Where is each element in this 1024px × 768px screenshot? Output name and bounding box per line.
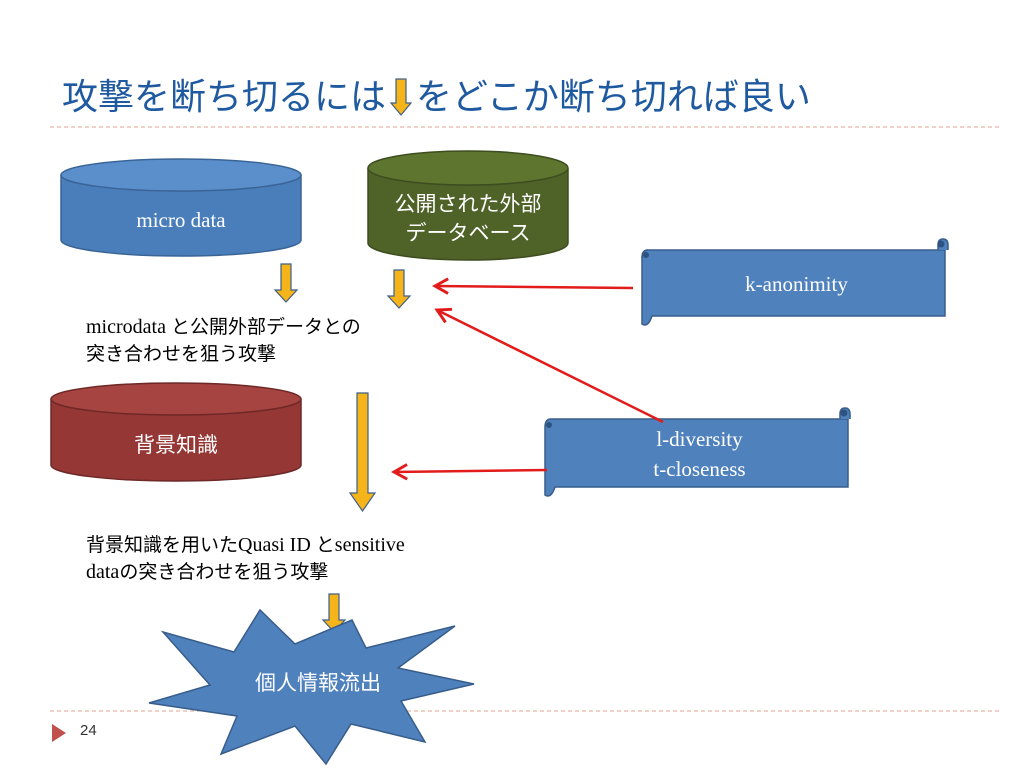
- external-db-label: 公開された外部 データベース: [368, 190, 568, 248]
- attack-description-1: microdata と公開外部データとの 突き合わせを狙う攻撃: [86, 314, 361, 368]
- attack2-line1-b: Quasi ID: [238, 534, 316, 556]
- attack1-line1-rest: と公開外部データとの: [170, 316, 361, 338]
- down-arrow-external-db: [386, 269, 412, 309]
- leak-explosion-shape: [148, 608, 475, 766]
- l-diversity-t-closeness-scroll: [544, 407, 851, 497]
- attack2-line1-c: と: [315, 534, 335, 556]
- k-anonymity-label: k-anonimity: [745, 272, 848, 296]
- micro-data-label: micro data: [136, 208, 226, 232]
- red-arrow-k-anonymity: [435, 286, 634, 288]
- attack2-line2-b: の突き合わせを狙う攻撃: [119, 561, 329, 583]
- leak-label: 個人情報流出: [255, 671, 381, 695]
- l-diversity-label: l-diversity t-closeness: [551, 424, 848, 484]
- attack2-line1-a: 背景知識を用いた: [86, 534, 239, 556]
- red-arrow-l-diversity-left: [394, 470, 548, 472]
- l-diversity-text: l-diversity: [656, 427, 743, 451]
- t-closeness-text: t-closeness: [653, 457, 746, 481]
- down-arrow-micro-data: [273, 263, 299, 303]
- page-number: 24: [80, 722, 97, 739]
- micro-data-cylinder: [60, 158, 302, 257]
- slide-title: 攻撃を断ち切るにはをどこか断ち切れば良い: [62, 68, 811, 120]
- attack1-line2: 突き合わせを狙う攻撃: [86, 343, 277, 365]
- footer-bullet-icon: [52, 724, 66, 742]
- external-database-cylinder: [367, 150, 569, 261]
- attack2-line2-a: data: [86, 561, 120, 583]
- attack-description-2: 背景知識を用いたQuasi ID とsensitive dataの突き合わせを狙…: [86, 532, 405, 586]
- red-arrow-l-diversity-up: [437, 310, 664, 424]
- external-db-label-line2: データベース: [405, 221, 531, 245]
- background-knowledge-cylinder: [50, 382, 302, 482]
- k-anonymity-scroll: [641, 238, 949, 326]
- title-down-arrow-icon: [390, 78, 413, 116]
- background-knowledge-label: 背景知識: [134, 433, 218, 457]
- attack1-latin: microdata: [86, 316, 171, 338]
- attack2-line1-d: sensitive: [334, 534, 405, 556]
- title-part-2: をどこか断ち切れば良い: [416, 77, 811, 118]
- down-arrow-long: [348, 392, 377, 513]
- external-db-label-line1: 公開された外部: [394, 192, 542, 216]
- title-part-1: 攻撃を断ち切るには: [62, 77, 387, 118]
